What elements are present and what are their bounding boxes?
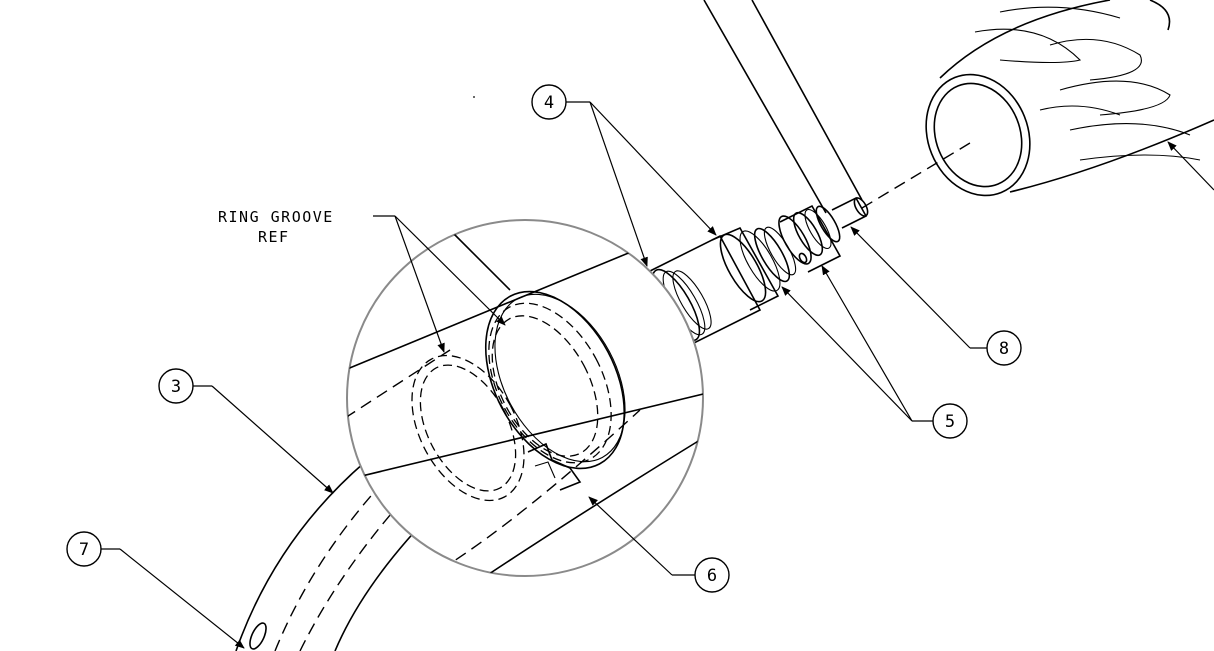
balloon-5: 5 — [781, 265, 968, 439]
ring-groove-note: RING GROOVE REF — [218, 208, 506, 353]
knob — [925, 0, 1214, 197]
balloon-3: 3 — [158, 368, 334, 494]
svg-text:5: 5 — [945, 412, 955, 432]
svg-text:4: 4 — [544, 93, 554, 113]
balloon-4: 4 — [531, 84, 717, 267]
center-line — [861, 139, 976, 209]
note-line-2: REF — [258, 228, 290, 246]
knob-leader — [1167, 141, 1214, 191]
svg-text:6: 6 — [707, 566, 717, 586]
svg-text:3: 3 — [171, 377, 181, 397]
upper-rod — [703, 0, 863, 214]
balloon-8: 8 — [850, 226, 1022, 366]
detail-view — [346, 219, 704, 577]
balloon-7: 7 — [66, 531, 245, 649]
note-line-1: RING GROOVE — [218, 208, 334, 226]
balloon-6: 6 — [588, 496, 730, 593]
speck — [473, 96, 475, 98]
svg-text:8: 8 — [999, 339, 1009, 359]
svg-text:7: 7 — [79, 540, 89, 560]
